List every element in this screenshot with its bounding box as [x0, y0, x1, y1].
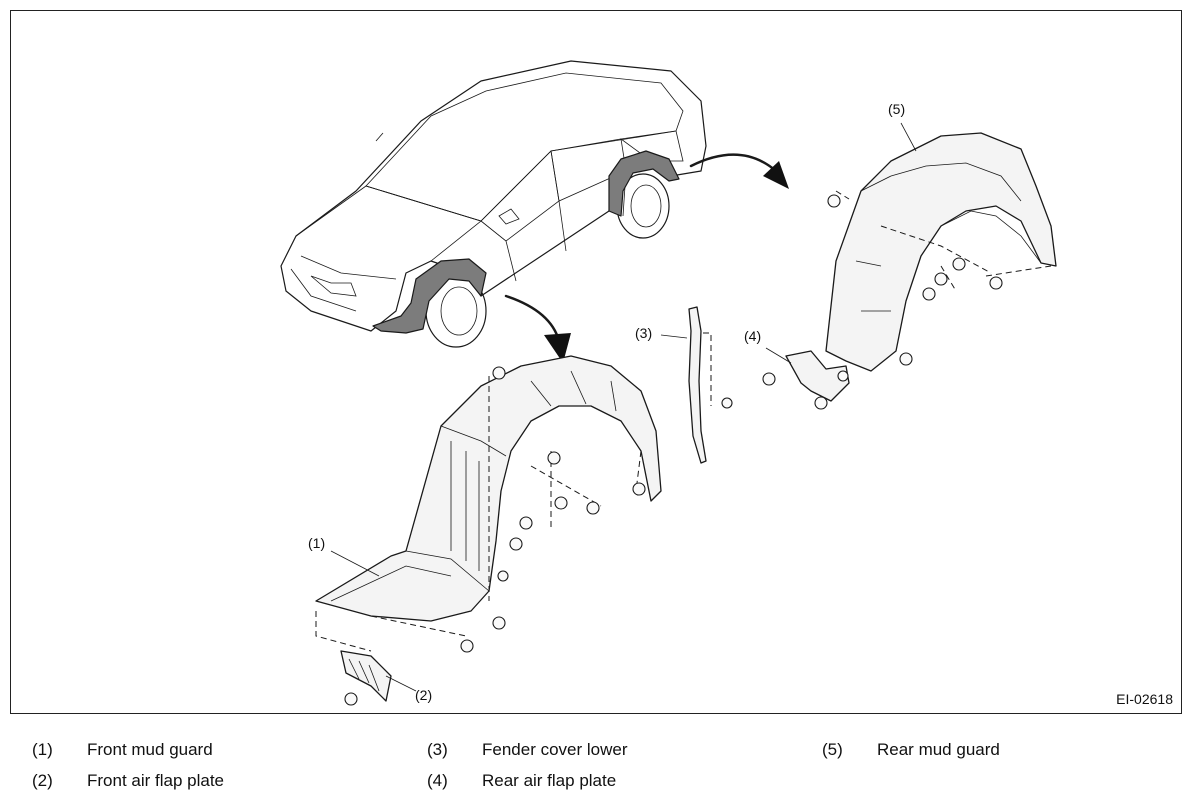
callout-5: (5): [888, 101, 906, 117]
figure-id: EI-02618: [1116, 691, 1173, 707]
legend-number: (2): [32, 771, 53, 790]
legend-number: (3): [427, 740, 448, 759]
legend-label: Front air flap plate: [87, 771, 225, 790]
callout-1: (1): [308, 535, 326, 551]
legend-label: Fender cover lower: [482, 740, 628, 759]
front-air-flap-plate-part: [340, 650, 417, 706]
rear-mud-guard-part: [825, 122, 1057, 372]
callout-4: (4): [744, 328, 762, 344]
legend-label: Rear air flap plate: [482, 771, 617, 790]
rear-air-flap-plate-part: [762, 347, 850, 410]
legend-item: (5) Rear mud guard: [790, 740, 1000, 760]
legend-label: Rear mud guard: [877, 740, 1000, 759]
car-illustration: [280, 60, 789, 363]
legend-item: (4) Rear air flap plate: [395, 771, 616, 791]
exploded-view-illustration: [280, 60, 1057, 706]
diagram-frame: (1) (2) (3) (4) (5) EI-02618: [10, 10, 1182, 714]
legend-item: (3) Fender cover lower: [395, 740, 628, 760]
callout-3: (3): [635, 325, 653, 341]
front-mud-guard-part: [315, 355, 662, 653]
callout-2: (2): [415, 687, 433, 703]
legend-number: (4): [427, 771, 448, 790]
legend-item: (2) Front air flap plate: [0, 771, 224, 791]
legend-label: Front mud guard: [87, 740, 213, 759]
fender-cover-lower-part: [660, 306, 733, 464]
legend-item: (1) Front mud guard: [0, 740, 213, 760]
legend-number: (5): [822, 740, 843, 759]
parts-legend: (1) Front mud guard (2) Front air flap pla…: [0, 726, 1198, 802]
legend-number: (1): [32, 740, 53, 759]
